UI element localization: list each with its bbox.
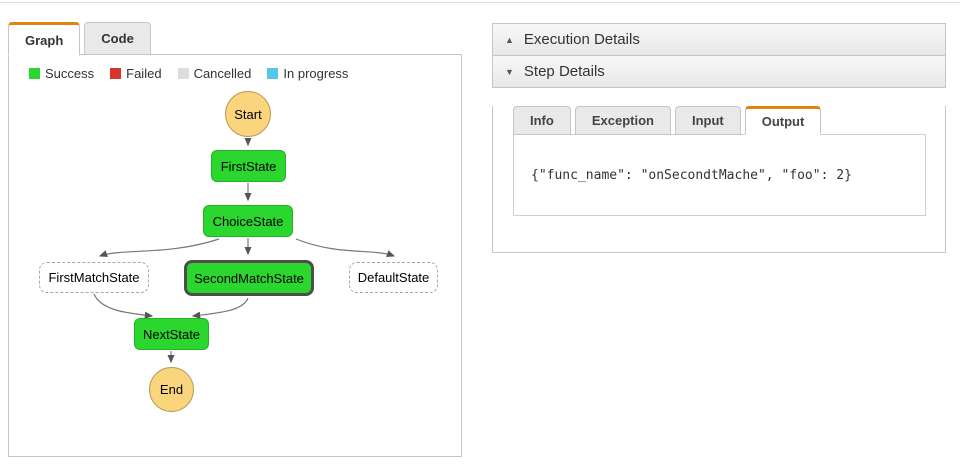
legend-label: Cancelled bbox=[193, 66, 252, 81]
legend-label: Failed bbox=[126, 66, 162, 81]
tab-code[interactable]: Code bbox=[84, 22, 151, 55]
graph-code-tab-bar: Graph Code bbox=[8, 22, 462, 56]
section-label: Step Details bbox=[523, 63, 605, 80]
section-step-details[interactable]: ▼ Step Details bbox=[492, 55, 946, 88]
legend-item-failed: Failed bbox=[110, 66, 162, 81]
failed-swatch-icon bbox=[110, 68, 122, 79]
section-label: Execution Details bbox=[523, 31, 640, 48]
step-details-tab-bar: Info Exception Input Output bbox=[513, 106, 945, 135]
output-json-text: {"func_name": "onSecondtMache", "foo": 2… bbox=[531, 167, 852, 183]
graph-panel: Success Failed Cancelled In progress bbox=[8, 54, 462, 457]
node-first-state[interactable]: FirstState bbox=[211, 150, 286, 182]
section-execution-details[interactable]: ▲ Execution Details bbox=[492, 23, 946, 56]
output-content-box: {"func_name": "onSecondtMache", "foo": 2… bbox=[513, 134, 926, 216]
tab-graph[interactable]: Graph bbox=[8, 22, 81, 56]
step-details-content: Info Exception Input Output {"func_name"… bbox=[492, 106, 946, 253]
legend-item-success: Success bbox=[29, 66, 94, 81]
tab-info[interactable]: Info bbox=[513, 106, 571, 135]
status-legend: Success Failed Cancelled In progress bbox=[29, 66, 461, 81]
cancelled-swatch-icon bbox=[177, 68, 189, 79]
tab-output[interactable]: Output bbox=[744, 106, 822, 135]
node-default-state[interactable]: DefaultState bbox=[349, 262, 438, 293]
node-next-state[interactable]: NextState bbox=[134, 318, 209, 350]
node-start[interactable]: Start bbox=[225, 91, 271, 137]
top-divider bbox=[0, 2, 960, 3]
state-machine-panel: Graph Code Success Failed Cancelled In p… bbox=[8, 22, 462, 457]
graph-edges bbox=[93, 137, 396, 364]
node-end[interactable]: End bbox=[149, 367, 194, 412]
state-machine-graph: Start FirstState ChoiceState FirstMatchS… bbox=[9, 55, 461, 456]
node-choice-state[interactable]: ChoiceState bbox=[203, 205, 293, 237]
legend-item-in-progress: In progress bbox=[267, 66, 348, 81]
legend-item-cancelled: Cancelled bbox=[177, 66, 252, 81]
node-first-match-state[interactable]: FirstMatchState bbox=[39, 262, 149, 293]
details-accordion: ▲ Execution Details ▼ Step Details Info … bbox=[492, 23, 946, 253]
node-second-match-state[interactable]: SecondMatchState bbox=[184, 260, 314, 296]
expand-triangle-icon: ▼ bbox=[505, 66, 514, 77]
legend-label: In progress bbox=[283, 66, 349, 81]
collapse-triangle-icon: ▲ bbox=[505, 34, 514, 45]
tab-input[interactable]: Input bbox=[674, 106, 741, 135]
in-progress-swatch-icon bbox=[267, 68, 279, 79]
legend-label: Success bbox=[45, 66, 95, 81]
tab-exception[interactable]: Exception bbox=[574, 106, 671, 135]
success-swatch-icon bbox=[29, 68, 40, 79]
